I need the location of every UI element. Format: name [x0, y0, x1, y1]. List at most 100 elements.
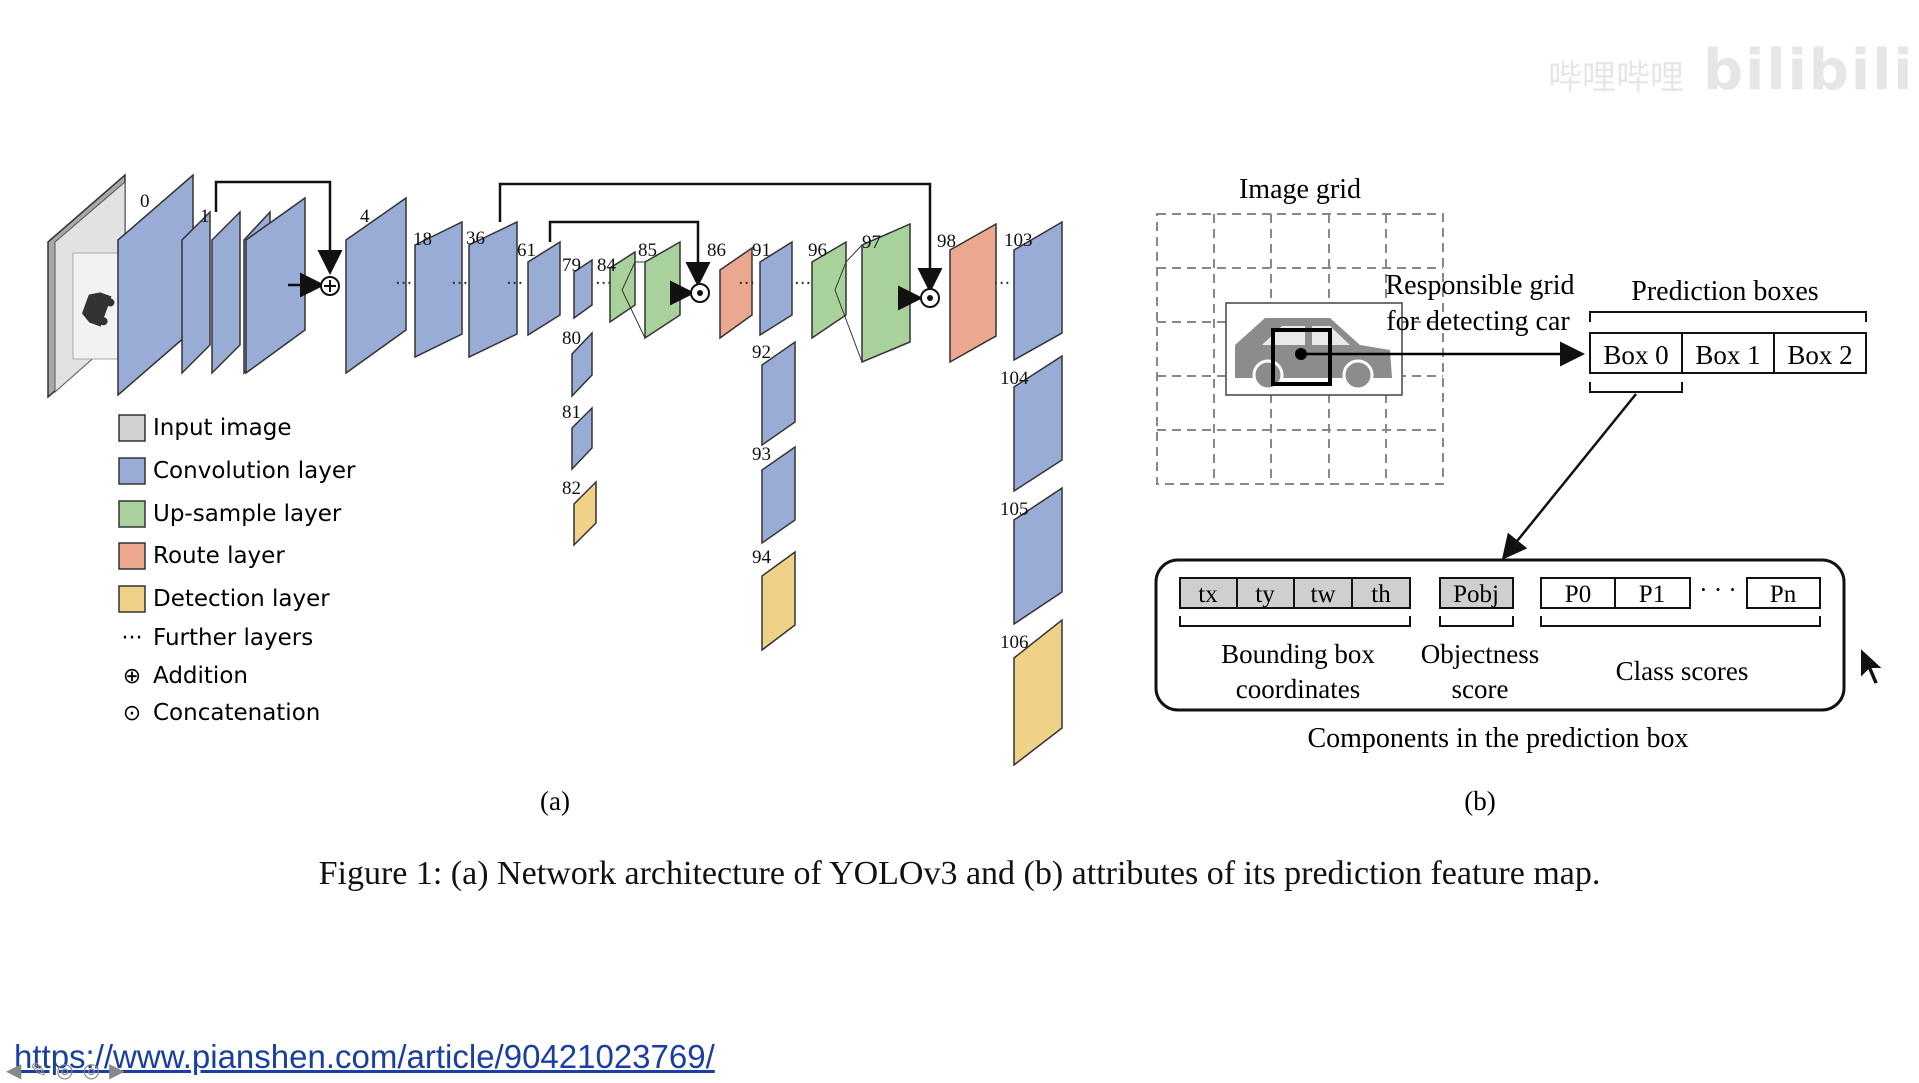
- conv-layer-1b: [211, 210, 241, 375]
- layer-number-85: 85: [638, 240, 657, 261]
- conv-layer-93: [761, 445, 796, 545]
- bbox-group-label: Bounding box: [1221, 639, 1375, 669]
- mouse-cursor-icon: [1859, 645, 1887, 687]
- prediction-feature-map: Image grid Responsible grid for detectin…: [1154, 174, 1867, 816]
- legend-swatch: [118, 457, 146, 485]
- legend-item-route-layer: Route layer: [118, 542, 285, 570]
- legend-swatch: [118, 542, 146, 570]
- bbox-cell-tx: tx: [1198, 581, 1218, 608]
- legend-label: Addition: [153, 663, 248, 689]
- legend-item-concatenation: ⊙ Concatenation: [123, 700, 321, 726]
- conv-layer-103: [1013, 220, 1063, 362]
- image-grid: [1156, 213, 1444, 485]
- image-grid-title: Image grid: [1239, 174, 1361, 205]
- layer-number-1: 1: [200, 206, 210, 227]
- route-layer-86: [719, 246, 753, 340]
- detection-layer-106: [1013, 618, 1063, 767]
- network-architecture: ··· ··· ··· ··· ··· ··· ··· 0 1 4 18 36 61 79 84 85…: [47, 173, 1063, 816]
- conv-layer-105: [1013, 486, 1063, 626]
- panel-b-sublabel: (b): [1464, 786, 1495, 816]
- layer-number-36: 36: [466, 228, 485, 249]
- class-ellipsis: · · ·: [1699, 577, 1736, 604]
- conv-layer-4: [345, 196, 407, 375]
- legend-label: Detection layer: [153, 586, 330, 612]
- conv-layer-81: [571, 406, 593, 471]
- concatenation-icon: [690, 283, 940, 308]
- layer-number-86: 86: [707, 240, 726, 261]
- bbox-cell-th: th: [1371, 581, 1391, 608]
- objectness-group-label: Objectness: [1421, 639, 1539, 669]
- legend-label: Convolution layer: [153, 458, 356, 484]
- class-cell-p0: P0: [1565, 581, 1591, 608]
- class-group-label: Class scores: [1616, 656, 1749, 686]
- svg-text:···: ···: [794, 273, 811, 294]
- conv-layer-91: [759, 240, 793, 337]
- conv-layer-1a: [181, 210, 211, 375]
- svg-text:···: ···: [738, 273, 755, 294]
- layer-number-79: 79: [562, 255, 581, 276]
- legend-label: Input image: [153, 415, 292, 441]
- zoom-icon[interactable]: ◎: [82, 1060, 101, 1082]
- svg-text:···: ···: [595, 273, 612, 294]
- layer-number-18: 18: [413, 229, 432, 250]
- layer-number-91: 91: [752, 240, 771, 261]
- bilibili-watermark: 哔哩哔哩 bilibili: [1548, 38, 1914, 103]
- conv-layer-18: [414, 220, 463, 359]
- objectness-cell: Pobj: [1453, 581, 1499, 608]
- detection-layer-82: [573, 480, 597, 547]
- svg-text:···: ···: [993, 273, 1010, 294]
- upsample-layer-85: [644, 240, 681, 340]
- layer-number-80: 80: [562, 328, 581, 349]
- next-arrow-icon[interactable]: ▶: [109, 1060, 125, 1082]
- layer-number-103: 103: [1004, 230, 1033, 251]
- responsible-grid-label: Responsible grid: [1386, 270, 1575, 301]
- components-caption: Components in the prediction box: [1307, 723, 1688, 754]
- prev-arrow-icon[interactable]: ◀: [6, 1060, 22, 1082]
- class-cell-p1: P1: [1639, 581, 1665, 608]
- legend-swatch: [118, 585, 146, 613]
- bilibili-logo: bilibili: [1703, 38, 1915, 103]
- legend-label: Up-sample layer: [153, 501, 342, 527]
- class-cell-pn: Pn: [1770, 581, 1797, 608]
- legend-symbol: ⊕: [123, 664, 141, 689]
- panel-a-sublabel: (a): [540, 786, 570, 816]
- bbox-cell-tw: tw: [1311, 581, 1336, 608]
- pen-icon[interactable]: ✎: [30, 1060, 48, 1082]
- legend-item-convolution-layer: Convolution layer: [118, 457, 356, 485]
- legend-swatch: [118, 414, 146, 442]
- layer-number-4: 4: [360, 206, 370, 227]
- conv-layer-92: [761, 340, 796, 447]
- svg-text:···: ···: [506, 273, 523, 294]
- conv-layer-1d: [245, 196, 306, 375]
- conv-layer-104: [1013, 354, 1063, 493]
- layer-number-96: 96: [808, 240, 827, 261]
- route-layer-98: [949, 222, 997, 364]
- layer-number-61: 61: [517, 240, 536, 261]
- legend-label: Further layers: [153, 625, 313, 651]
- svg-text:···: ···: [395, 273, 412, 294]
- prediction-boxes: [1589, 332, 1867, 374]
- layer-number-105: 105: [1000, 499, 1029, 520]
- figure-caption: Figure 1: (a) Network architecture of YO…: [318, 855, 1601, 892]
- menu-icon[interactable]: ◎: [56, 1060, 74, 1082]
- input-image-layer: [47, 173, 126, 399]
- legend-symbol: ⊙: [123, 701, 141, 726]
- layer-number-0: 0: [140, 191, 150, 212]
- bbox-group-label-2: coordinates: [1236, 674, 1360, 704]
- car-icon: [81, 292, 115, 327]
- layer-number-92: 92: [752, 342, 771, 363]
- legend-item-addition: ⊕ Addition: [123, 663, 248, 689]
- box-2: Box 2: [1787, 340, 1852, 370]
- source-link[interactable]: https://www.pianshen.com/article/9042102…: [14, 1038, 715, 1075]
- legend-item-detection-layer: Detection layer: [118, 585, 330, 613]
- layer-number-94: 94: [752, 547, 772, 568]
- layer-number-98: 98: [937, 231, 956, 252]
- objectness-group-label-2: score: [1452, 674, 1509, 704]
- svg-text:···: ···: [451, 273, 468, 294]
- watermark-text: 哔哩哔哩: [1548, 58, 1684, 98]
- layer-number-84: 84: [597, 255, 617, 276]
- responsible-grid-label-2: for detecting car: [1386, 306, 1570, 337]
- upsample-layer-97: [861, 222, 911, 364]
- legend-label: Concatenation: [153, 700, 320, 726]
